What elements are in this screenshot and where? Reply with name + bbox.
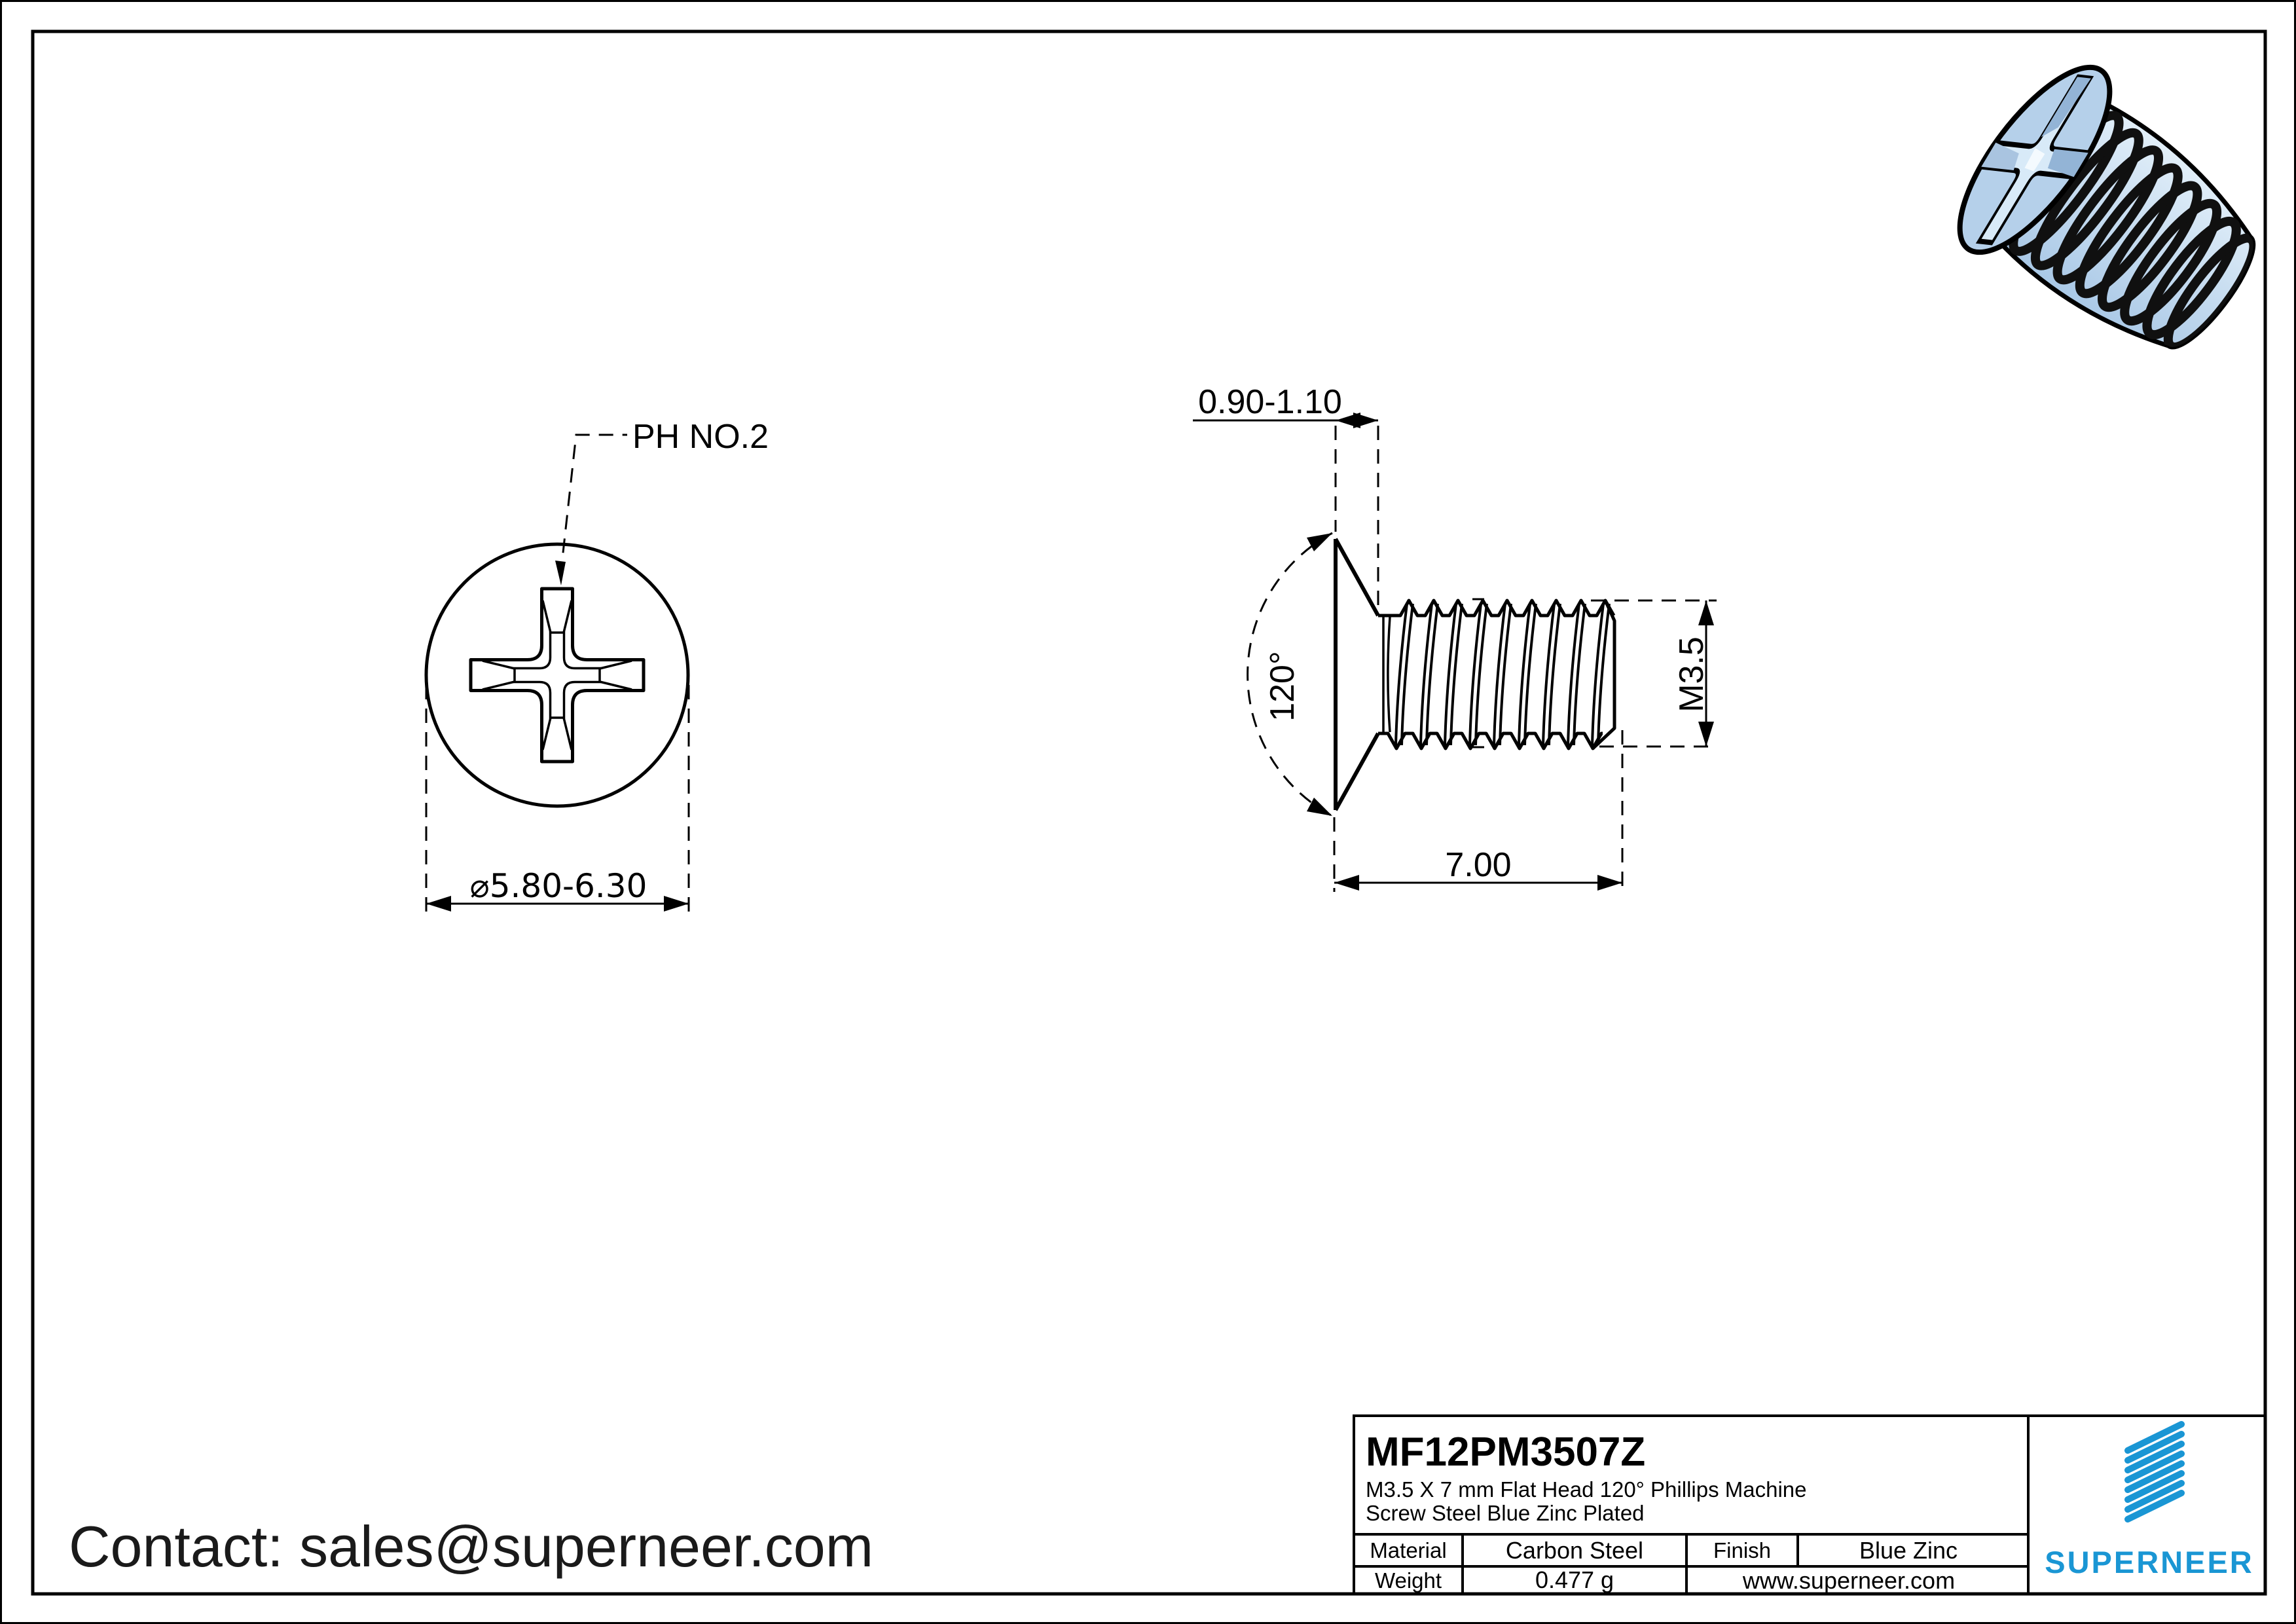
- len-arrow-right: [1597, 875, 1622, 891]
- side-view: 0.90-1.10 120° M3.5 7.00: [1193, 383, 1717, 892]
- material-value: Carbon Steel: [1506, 1537, 1643, 1564]
- front-view: PH NO.2 ⌀5.80-6.30: [424, 418, 769, 915]
- diameter-label: ⌀5.80-6.30: [470, 867, 647, 905]
- dia-arrow-left: [426, 896, 451, 912]
- inner-frame: [31, 29, 2267, 1596]
- part-number: MF12PM3507Z: [1366, 1430, 1645, 1475]
- thread-end-chamfer: [1592, 599, 1616, 750]
- dia-arrow-right: [664, 896, 689, 912]
- phillips-inner-cross: [513, 631, 601, 719]
- length-label: 7.00: [1445, 846, 1511, 884]
- website-link[interactable]: www.superneer.com: [1742, 1567, 1955, 1594]
- center-marks: [1472, 598, 1484, 748]
- thread-top-profile: [1378, 599, 1616, 618]
- brand-name: SUPERNEER: [2045, 1545, 2254, 1579]
- m35-arrow-top: [1698, 600, 1714, 625]
- head-flank-top: [1334, 538, 1380, 617]
- logo-stripes-icon: [2124, 1421, 2185, 1522]
- screw-3d-render: [1957, 64, 2259, 352]
- material-label: Material: [1370, 1538, 1446, 1562]
- screw-3d-threads: [2009, 111, 2259, 352]
- phillips-taper-lines: [482, 600, 632, 750]
- head-flank-bottom: [1334, 732, 1380, 811]
- ph-number-label: PH NO.2: [632, 418, 769, 456]
- weight-value: 0.477 g: [1535, 1566, 1614, 1593]
- title-block-frame: [1353, 1414, 2267, 1595]
- angle-label: 120°: [1264, 651, 1302, 722]
- superneer-logo: SUPERNEER: [2045, 1421, 2254, 1579]
- head-height-label: 0.90-1.10: [1198, 383, 1342, 421]
- thread-size-label: M3.5: [1673, 637, 1711, 712]
- leader-line: [559, 434, 627, 577]
- len-arrow-left: [1334, 875, 1359, 891]
- finish-label: Finish: [1713, 1538, 1771, 1562]
- angle-arrow-bottom: [1307, 798, 1332, 816]
- thread-start-lines: [1382, 616, 1391, 733]
- weight-label: Weight: [1375, 1568, 1442, 1593]
- hh-arrow-right: [1353, 413, 1378, 428]
- thread-bottom-profile: [1378, 731, 1603, 750]
- title-block: MF12PM3507Z M3.5 X 7 mm Flat Head 120° P…: [1353, 1414, 2267, 1595]
- angle-arc: [1247, 532, 1333, 817]
- head-outline-circle: [424, 542, 690, 808]
- finish-value: Blue Zinc: [1859, 1537, 1958, 1564]
- screw-3d-phillips: [1975, 74, 2094, 246]
- phillips-outer-cross: [469, 587, 646, 764]
- thread-helix-lines: [1394, 603, 1611, 746]
- m35-arrow-bottom: [1698, 722, 1714, 747]
- contact-email-text[interactable]: Contact: sales@superneer.com: [69, 1514, 873, 1579]
- angle-arrow-top: [1307, 533, 1332, 551]
- description-line1: M3.5 X 7 mm Flat Head 120° Phillips Mach…: [1366, 1477, 1807, 1502]
- description-line2: Screw Steel Blue Zinc Plated: [1366, 1501, 1645, 1525]
